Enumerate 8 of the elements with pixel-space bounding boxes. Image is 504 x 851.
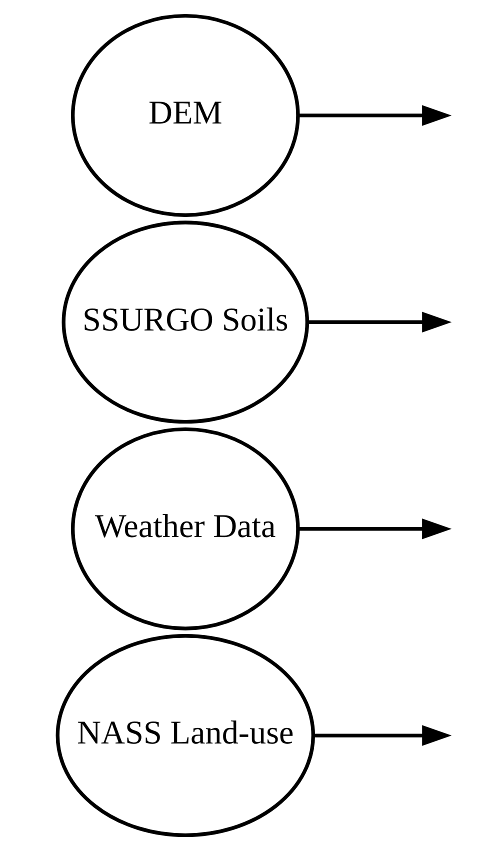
arrow [306, 312, 452, 332]
arrow [298, 518, 452, 540]
node-ellipse: SSURGO Soils [61, 220, 309, 424]
node-ellipse: DEM [70, 14, 300, 217]
node-ellipse: NASS Land-use [55, 634, 315, 838]
arrow [298, 105, 452, 126]
arrow [313, 725, 452, 746]
node-ellipse: Weather Data [70, 427, 300, 630]
